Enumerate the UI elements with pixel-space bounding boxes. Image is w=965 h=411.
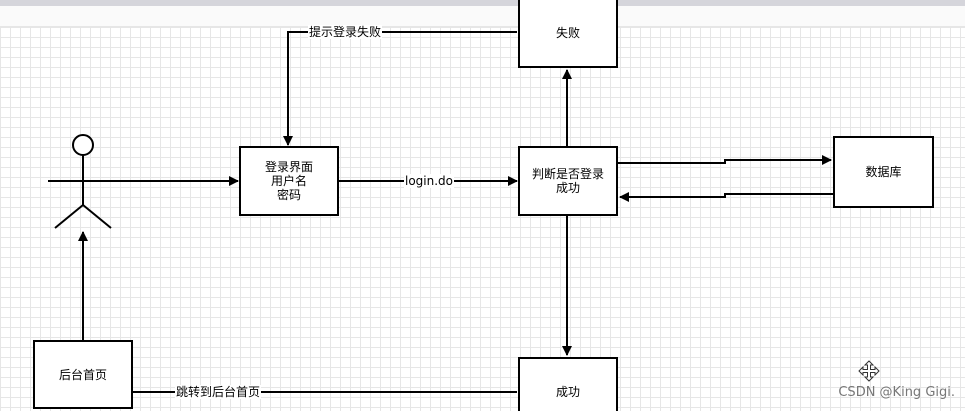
node-admin-home[interactable]: 后台首页: [33, 340, 133, 409]
node-database-label: 数据库: [865, 165, 902, 179]
edge-label-login-failed: 提示登录失败: [308, 25, 383, 39]
actor-left-leg: [54, 204, 84, 229]
actor-head: [72, 134, 94, 156]
node-judge-login[interactable]: 判断是否登录 成功: [518, 146, 618, 216]
edge-label-jump-to-home: 跳转到后台首页: [175, 385, 262, 399]
node-judge-login-label: 判断是否登录 成功: [531, 167, 604, 195]
edge-fail-to-login: [283, 31, 517, 146]
watermark: CSDN @King Gigi.: [838, 385, 955, 400]
node-success-label: 成功: [555, 385, 580, 399]
top-ruler: [0, 6, 965, 27]
edge-judge-to-database: [618, 155, 832, 165]
move-icon: [858, 360, 880, 382]
node-fail-label: 失败: [555, 26, 580, 40]
edge-label-login-do: login.do: [404, 174, 455, 188]
grid-background: [0, 27, 965, 411]
node-admin-home-label: 后台首页: [58, 367, 107, 382]
node-login-page-label: 登录界面 用户名 密码: [264, 160, 313, 202]
actor-right-leg: [82, 204, 112, 229]
edge-database-to-judge: [619, 192, 833, 202]
actor-stick-figure: [48, 134, 118, 229]
node-fail[interactable]: 失败: [518, 0, 618, 68]
node-success[interactable]: 成功: [518, 357, 618, 411]
top-scrollbar-strip: [0, 0, 965, 6]
node-database[interactable]: 数据库: [833, 136, 934, 208]
node-login-page[interactable]: 登录界面 用户名 密码: [239, 146, 339, 216]
